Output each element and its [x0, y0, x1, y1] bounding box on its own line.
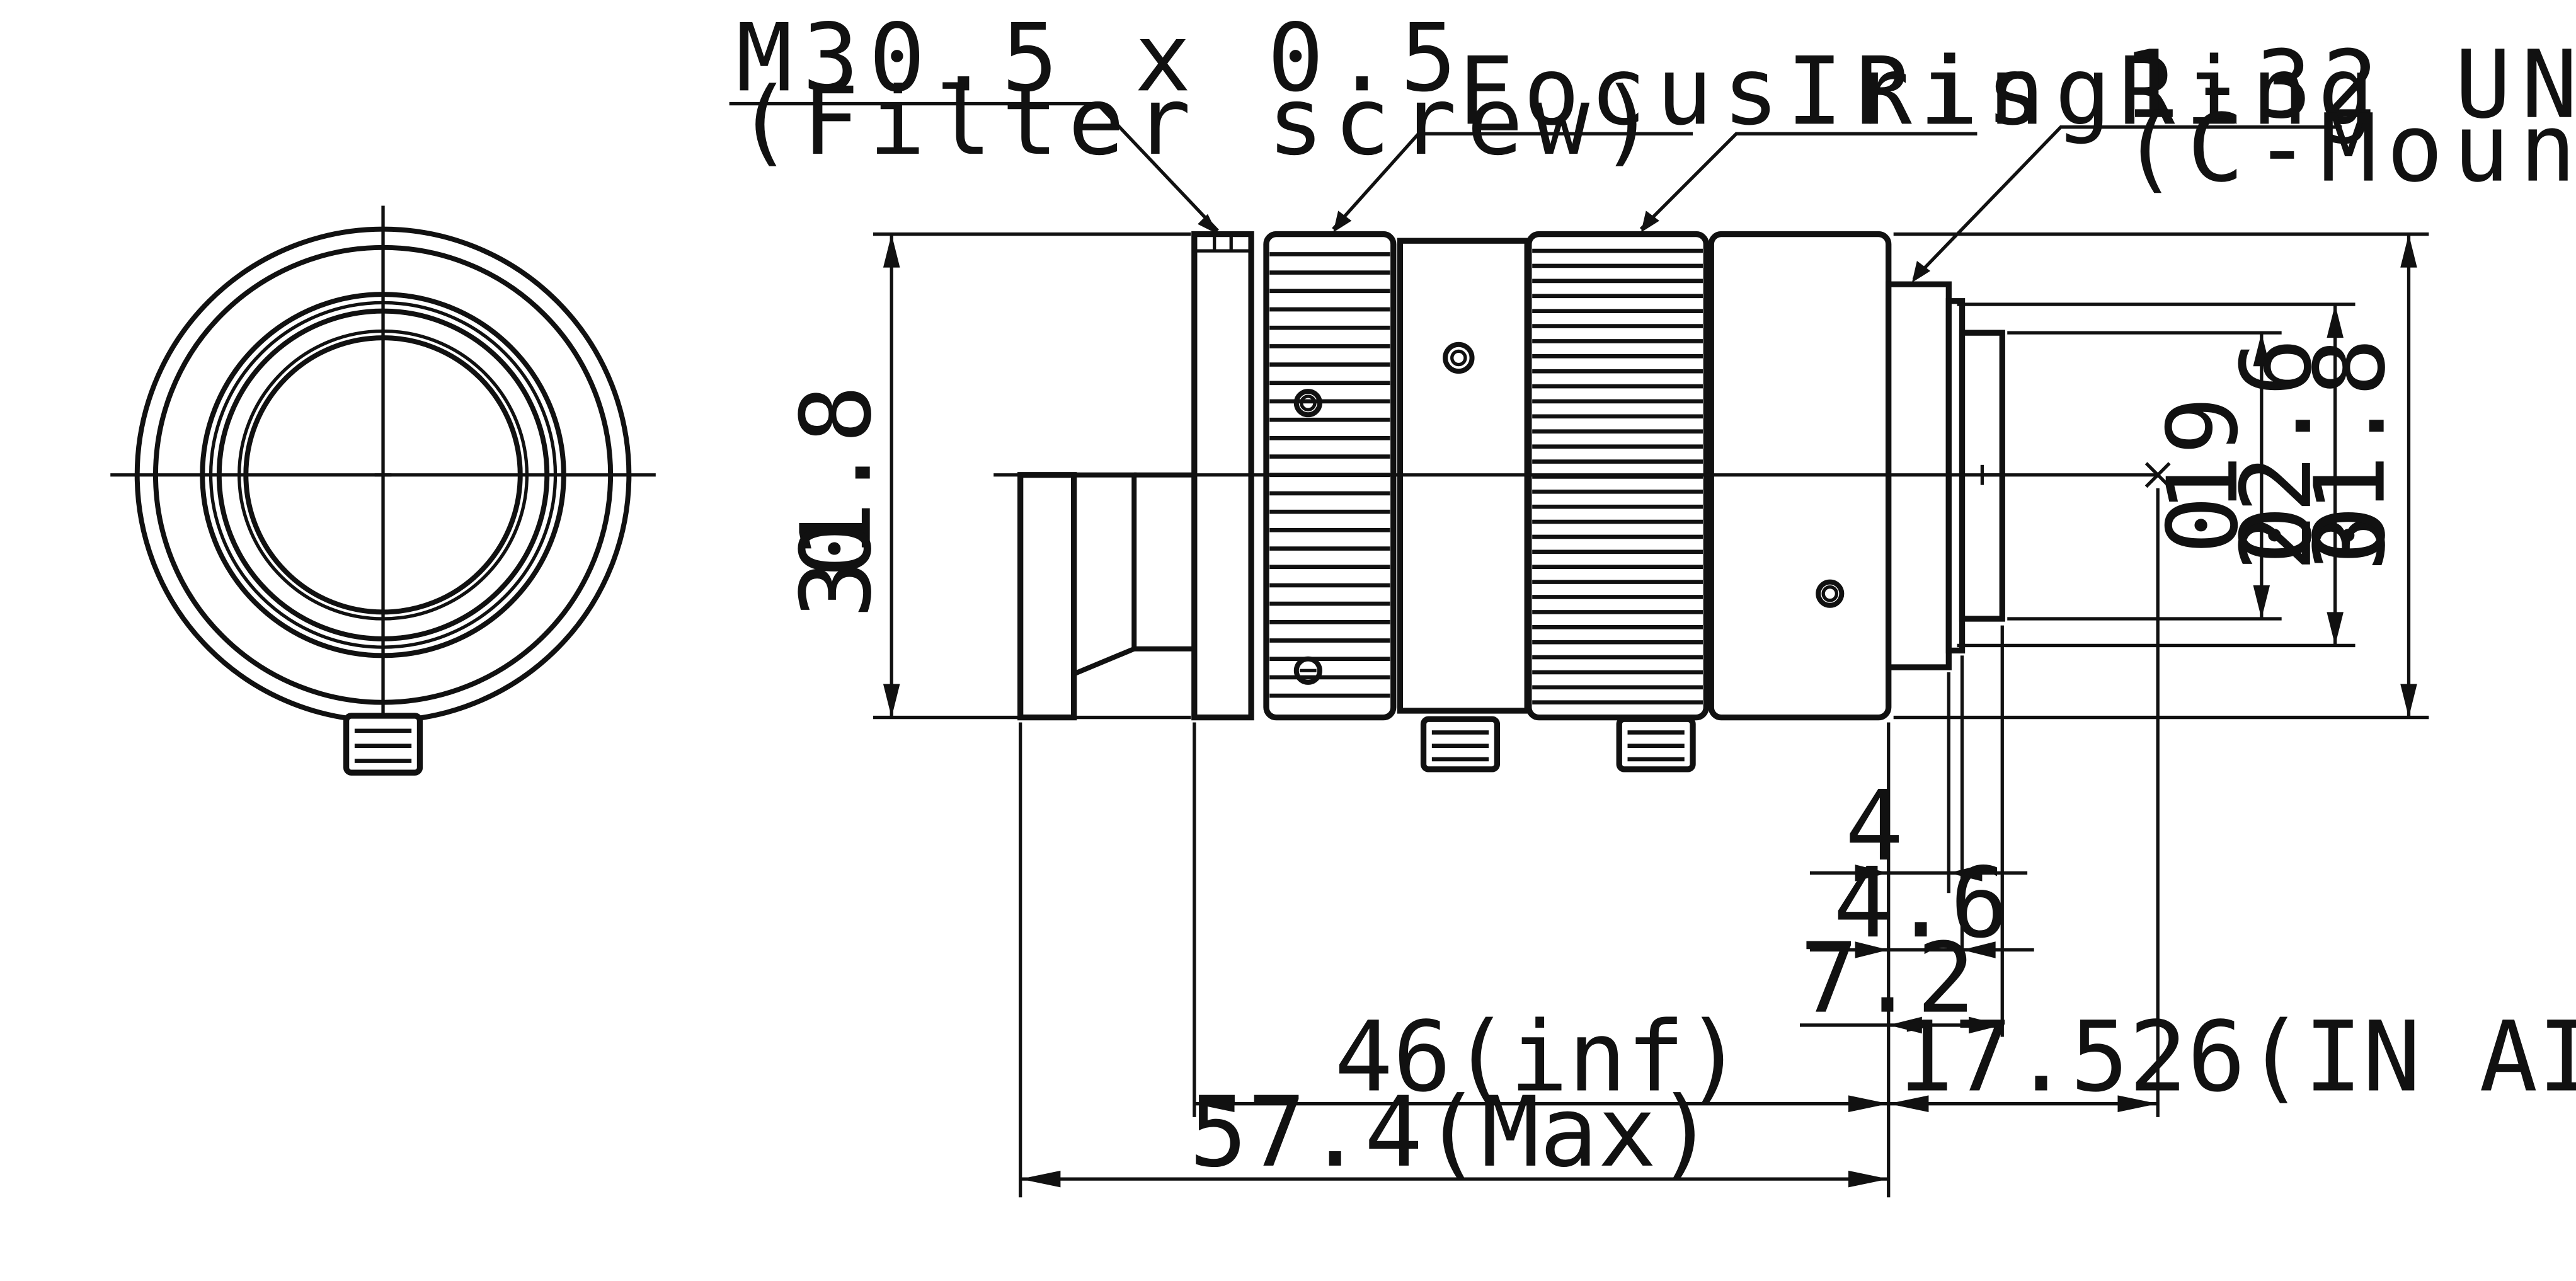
iris-ring-label: Iris Ring — [1787, 37, 2384, 146]
lock-screw-front — [343, 713, 423, 776]
dim-4-label: 4 — [1845, 770, 1904, 883]
iris-ring — [1526, 231, 1709, 773]
callout-leaders — [729, 101, 2342, 283]
side-view — [993, 231, 2171, 773]
dim-7-2-label: 7.2 — [1800, 922, 1975, 1035]
c-mount-note: (C-Mount) — [2121, 95, 2576, 204]
length-dimensions — [1019, 488, 2160, 1198]
left-diameter-value: 31.8 — [781, 385, 893, 619]
mount-thread-label: 1-32 UN — [2122, 31, 2576, 140]
dim-4-6-label: 4.6 — [1833, 847, 2008, 960]
left-diameter-symbol: 0 — [781, 519, 893, 578]
focus-ring — [1263, 231, 1397, 721]
length-max-label: 57.4(Max) — [1189, 1076, 1715, 1189]
filter-thread-label: M30.5 x 0.5 — [736, 4, 1467, 113]
mount-outer-diameter-symbol: 0 — [2294, 506, 2407, 565]
length-inf-label: 46(inf) — [1334, 1001, 1743, 1113]
mount-diameter-symbol: 0 — [2221, 506, 2333, 565]
front-barrel — [1017, 472, 1077, 721]
left-diameter-dimension — [873, 232, 1191, 720]
middle-barrel — [1397, 238, 1530, 773]
mount-outer-diameter-value: 31.8 — [2294, 338, 2407, 572]
rear-lens-diameter-symbol: 0 — [2147, 496, 2260, 554]
focus-ring-label: Focus Ring — [1457, 37, 2121, 146]
flange-focal-label: 17.526(IN AIR) — [1895, 1001, 2576, 1113]
front-view — [110, 205, 656, 776]
rear-lens-diameter-value: 19 — [2147, 396, 2260, 513]
filter-screw-note: (Filter screw) — [736, 67, 1666, 176]
right-diameter-dimensions — [1893, 232, 2429, 720]
mount-diameter-value: 22.6 — [2221, 338, 2333, 572]
